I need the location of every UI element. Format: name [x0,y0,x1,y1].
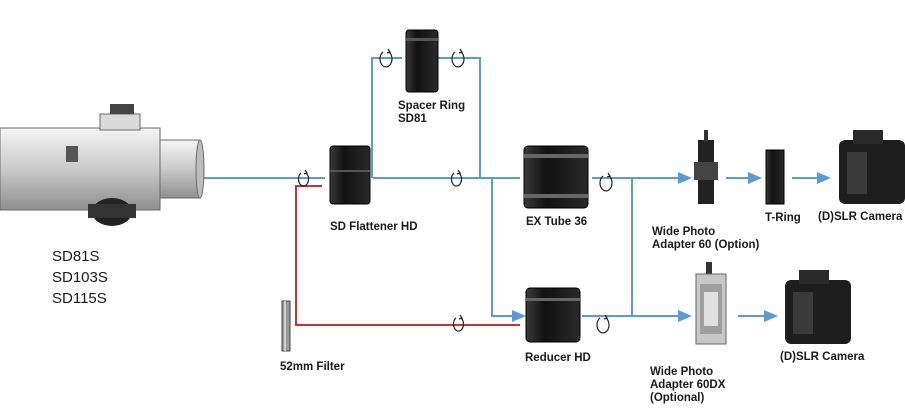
wide-photo-adapter-60-image [694,130,718,204]
model-label: SD81S [52,248,100,265]
wide-photo-60dx-label: Wide Photo Adapter 60DX (Optional) [650,366,725,405]
wide-photo-adapter-60dx-image [695,262,727,345]
filter-image [281,300,291,352]
filter-label: 52mm Filter [280,361,345,373]
wide-photo-60-line2: Adapter 60 (Option) [652,239,760,251]
t-ring-label: T-Ring [765,212,801,224]
spacer-ring-label: Spacer Ring SD81 [398,100,465,126]
spacer-ring-line2: SD81 [398,113,427,125]
reducer-label: Reducer HD [525,352,591,364]
camera-top-label: (D)SLR Camera [818,211,903,223]
sd-flattener-label: SD Flattener HD [330,221,418,233]
wide-photo-60-label: Wide Photo Adapter 60 (Option) [652,226,759,252]
model-label: SD103S [52,269,108,286]
ex-tube-label: EX Tube 36 [526,216,588,228]
camera-icon [839,130,905,204]
rotate-icon [297,48,613,334]
wide-photo-60dx-line1: Wide Photo [650,366,714,378]
telescope-icon [0,104,205,226]
filter-path [295,185,520,326]
ex-tube-image [523,145,589,209]
camera-icon [785,270,851,344]
model-label: SD115S [52,290,107,307]
reducer-image [525,287,581,343]
wide-photo-60dx-line3: (Optional) [650,392,705,404]
t-ring-image [765,149,785,205]
camera-bottom-label: (D)SLR Camera [780,351,865,363]
wide-photo-60dx-line2: Adapter 60DX [650,379,726,391]
telescope-models: SD81S SD103S SD115S [52,246,108,309]
spacer-ring-image [405,29,439,93]
sd-flattener-image [329,145,371,205]
wide-photo-60-line1: Wide Photo [652,226,716,238]
spacer-ring-line1: Spacer Ring [398,100,466,112]
